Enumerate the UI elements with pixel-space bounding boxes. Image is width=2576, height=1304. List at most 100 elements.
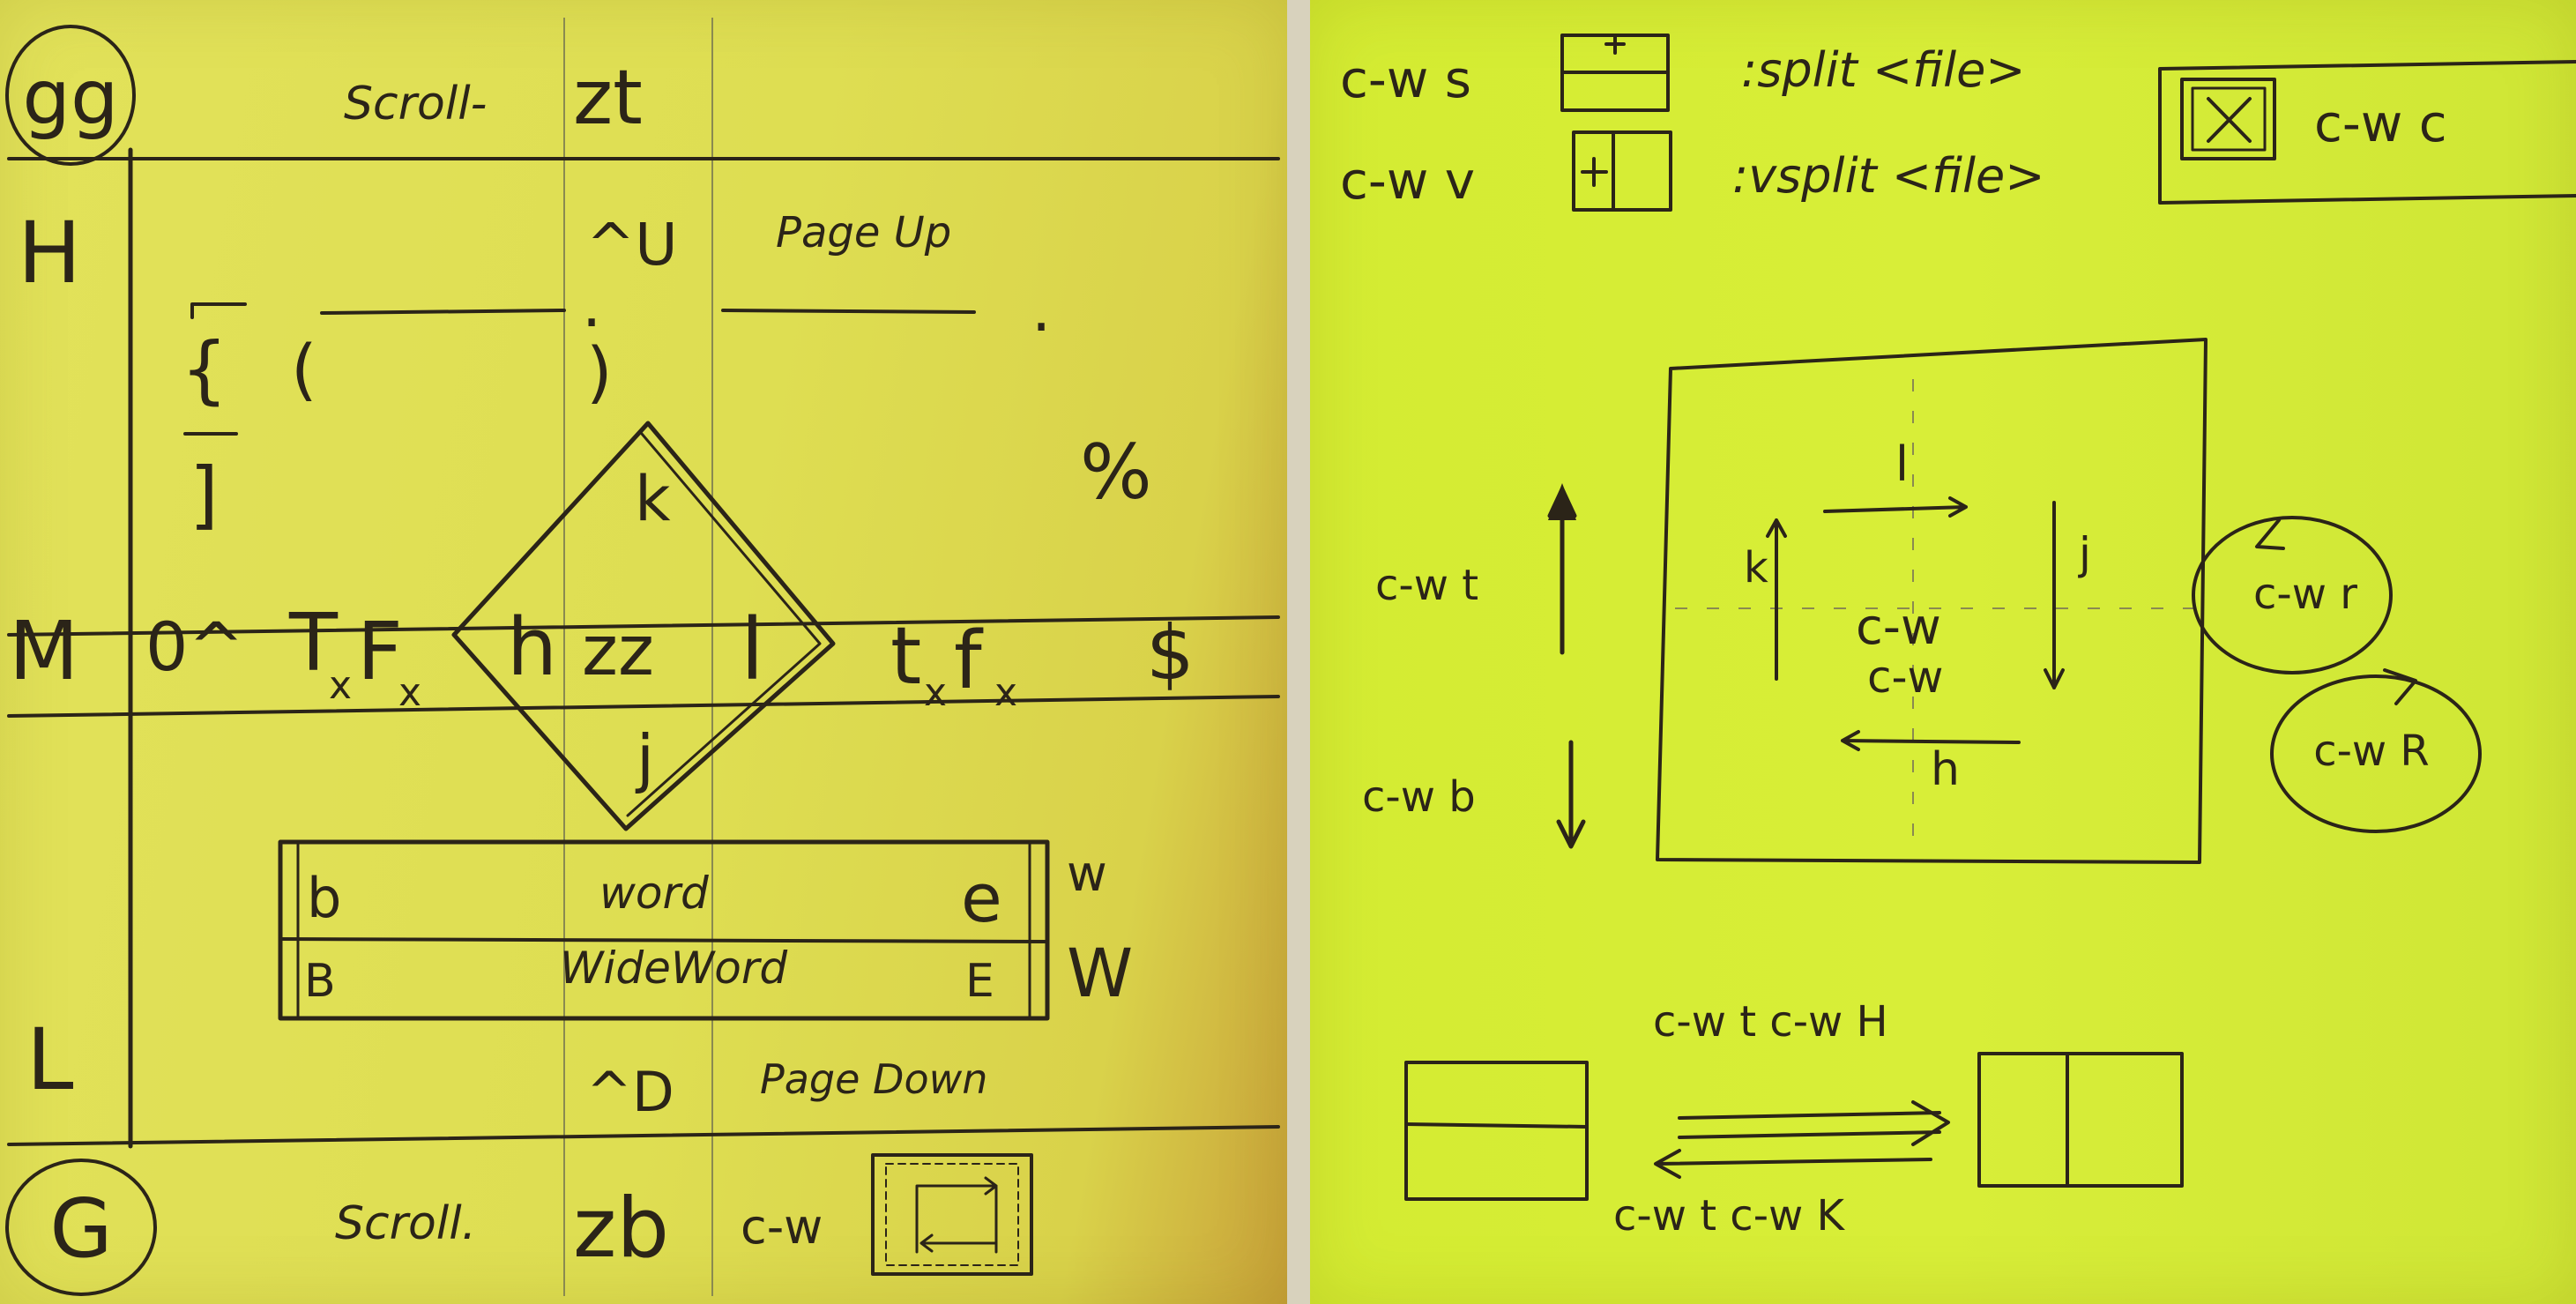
line-start-keys: 0^ bbox=[145, 607, 244, 686]
find-back-F-sub: x bbox=[398, 670, 421, 715]
G-label: G bbox=[49, 1181, 112, 1276]
nav-bottom-label: h bbox=[1931, 743, 1960, 796]
sentence-dot-2: . bbox=[1031, 273, 1051, 346]
find-back-T: T bbox=[288, 597, 339, 689]
window-swap-box bbox=[871, 1153, 1033, 1276]
nav-arrow-right bbox=[2044, 501, 2065, 689]
row-L: L bbox=[26, 1010, 73, 1109]
gg-label: gg bbox=[22, 54, 118, 142]
nav-center-2: c-w bbox=[1867, 652, 1943, 703]
move-up-key: c-w t bbox=[1375, 561, 1478, 610]
row-H: H bbox=[18, 204, 81, 302]
find-fwd-f: f bbox=[954, 615, 984, 707]
nav-center-1: c-w bbox=[1856, 599, 1941, 656]
find-fwd-t: t bbox=[890, 610, 921, 703]
nav-arrow-left bbox=[1766, 518, 1787, 681]
split-cmd: :split <file> bbox=[1741, 42, 2026, 98]
word-label: word bbox=[599, 868, 709, 919]
move-down-key: c-w b bbox=[1362, 772, 1476, 822]
split-key: c-w s bbox=[1340, 49, 1471, 109]
middle-top-divider bbox=[7, 615, 1280, 637]
to-vertical-keys: c-w t c-w H bbox=[1653, 997, 1888, 1047]
bracket-top-stroke bbox=[190, 302, 247, 319]
gg-circle bbox=[5, 25, 136, 166]
word-w: w bbox=[1067, 846, 1107, 903]
to-horizontal-keys: c-w t c-w K bbox=[1613, 1191, 1846, 1241]
page-up-key: ^U bbox=[586, 211, 678, 279]
close-bracket-box bbox=[2158, 60, 2576, 205]
hjkl-diamond bbox=[451, 421, 836, 831]
page-up-label: Page Up bbox=[776, 208, 951, 257]
nav-frame bbox=[1656, 338, 2207, 864]
line-end-key: $ bbox=[1146, 609, 1195, 697]
vsplit-icon-lines bbox=[1581, 130, 1615, 212]
vsplit-icon bbox=[1572, 130, 1672, 212]
bracket-close: ] bbox=[190, 451, 219, 538]
rotate-back-arrow bbox=[2383, 668, 2417, 705]
paren-close: ) bbox=[586, 332, 613, 411]
word-box-inner-edges bbox=[296, 840, 1031, 1020]
nav-right-label: j bbox=[2078, 528, 2091, 579]
window-swap-key: c-w bbox=[741, 1199, 823, 1255]
move-up-arrowhead bbox=[1548, 483, 1576, 520]
close-icon-inner bbox=[2191, 86, 2267, 152]
find-fwd-f-sub: x bbox=[994, 670, 1017, 715]
move-down-arrow bbox=[1556, 740, 1586, 849]
percent-key: % bbox=[1080, 428, 1152, 517]
close-icon bbox=[2180, 78, 2276, 160]
vsplit-cmd: :vsplit <file> bbox=[1732, 148, 2045, 204]
hsplit-icon-lines bbox=[1560, 35, 1670, 74]
middle-bottom-divider bbox=[7, 695, 1280, 718]
page-down-key: ^D bbox=[586, 1060, 674, 1124]
left-sticky-note bbox=[0, 0, 1287, 1304]
page-down-label: Page Down bbox=[760, 1055, 987, 1103]
vsplit-key: c-w v bbox=[1340, 151, 1475, 211]
word-box-divider bbox=[279, 937, 1049, 943]
G-circle bbox=[5, 1159, 157, 1296]
rotate-fwd-circle bbox=[2192, 516, 2393, 674]
nav-left-label: k bbox=[1744, 543, 1768, 592]
find-back-F: F bbox=[357, 606, 403, 698]
zb-key: zb bbox=[573, 1181, 669, 1277]
to-horizontal-arrow bbox=[1654, 1149, 1932, 1179]
sentence-line-2 bbox=[721, 309, 976, 314]
sentence-dot-1: . bbox=[582, 269, 601, 341]
rotate-back-circle bbox=[2270, 674, 2482, 833]
key-h: h bbox=[507, 601, 557, 694]
wide-B: B bbox=[304, 955, 336, 1008]
brace-open: { bbox=[181, 326, 227, 413]
bottom-divider bbox=[7, 1125, 1280, 1146]
vertical-layout-icon bbox=[1977, 1052, 2184, 1188]
right-sticky-note bbox=[1310, 0, 2576, 1304]
wide-label: WideWord bbox=[560, 943, 787, 994]
sentence-line-1 bbox=[320, 309, 566, 315]
nav-top-label: l bbox=[1895, 436, 1909, 492]
close-key: c-w c bbox=[2314, 93, 2447, 153]
rotate-fwd-arrow bbox=[2255, 518, 2285, 550]
window-swap-arrows bbox=[915, 1176, 998, 1254]
horizontal-layout-icon bbox=[1404, 1061, 1589, 1201]
wide-W: W bbox=[1067, 934, 1133, 1012]
key-j: j bbox=[635, 721, 654, 795]
window-swap-inner bbox=[885, 1163, 1019, 1266]
word-box bbox=[278, 839, 1050, 1021]
word-b: b bbox=[307, 866, 341, 930]
scroll-bottom-label: Scroll. bbox=[335, 1197, 476, 1250]
horizontal-layout-divider bbox=[1404, 1122, 1589, 1129]
nav-arrow-top bbox=[1823, 496, 1968, 518]
nav-crosshair bbox=[1675, 379, 2204, 846]
close-icon-x bbox=[2207, 97, 2252, 143]
scroll-top-label: Scroll- bbox=[344, 78, 487, 130]
nav-arrow-bottom bbox=[1841, 730, 2021, 751]
rotate-back-key: c-w R bbox=[2313, 727, 2430, 776]
zt-key: zt bbox=[573, 54, 643, 142]
find-fwd-t-sub: x bbox=[924, 670, 947, 715]
key-k: k bbox=[635, 463, 671, 535]
hjkl-diamond-echo bbox=[626, 432, 822, 817]
row-M: M bbox=[9, 604, 78, 698]
wide-E: E bbox=[965, 955, 994, 1008]
find-back-T-sub: x bbox=[329, 663, 352, 708]
to-vertical-arrow bbox=[1678, 1100, 1950, 1146]
key-l: l bbox=[741, 600, 764, 699]
